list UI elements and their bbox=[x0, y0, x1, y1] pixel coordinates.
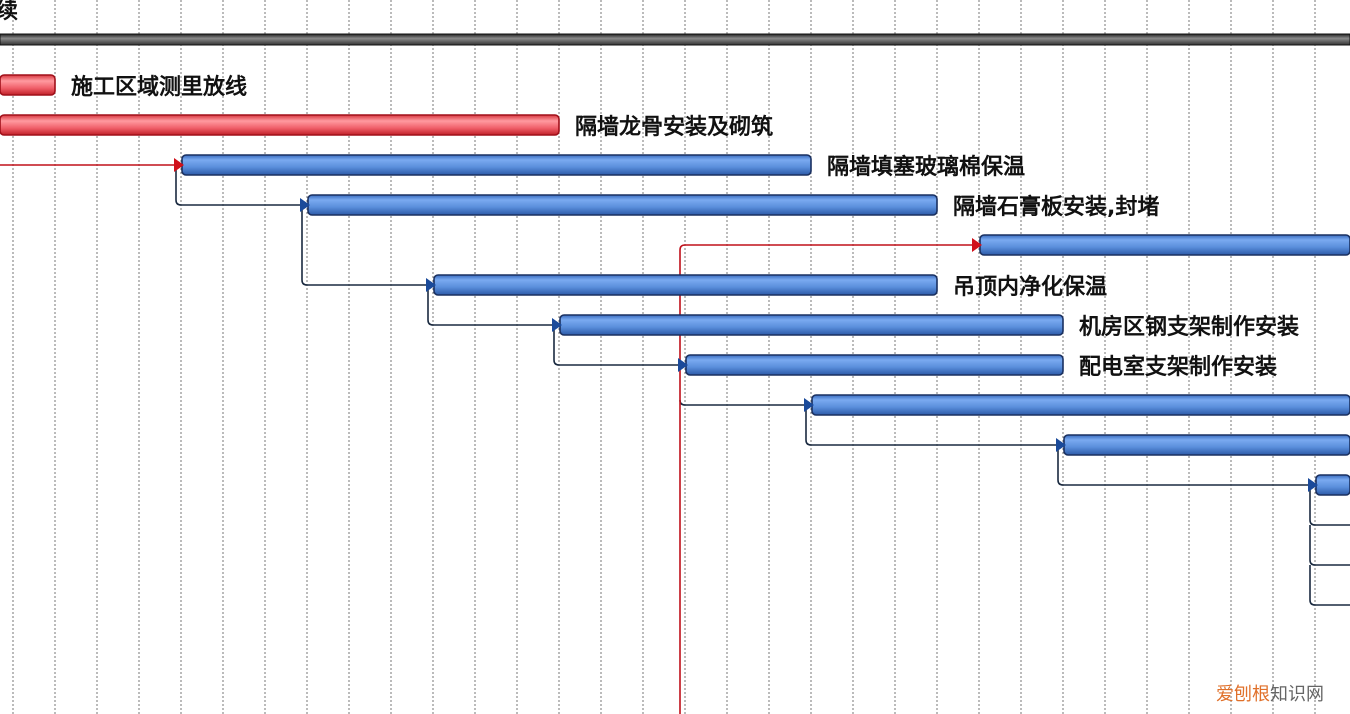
link-line bbox=[1309, 525, 1350, 566]
watermark-part1: 爱刨根 bbox=[1216, 684, 1270, 705]
link-line bbox=[301, 210, 428, 286]
dependency-links bbox=[175, 170, 1350, 606]
task-bar[interactable] bbox=[1308, 474, 1350, 496]
watermark: 爱刨根 知识网 bbox=[1216, 684, 1324, 705]
critical-links bbox=[0, 164, 974, 714]
link-line bbox=[679, 399, 806, 406]
task-bar[interactable] bbox=[804, 394, 1350, 416]
task-label: 隔墙石膏板安装,封堵 bbox=[953, 194, 1159, 220]
task-bar[interactable] bbox=[174, 154, 812, 176]
task-label: 隔墙填塞玻璃棉保温 bbox=[827, 154, 1025, 180]
task-bar[interactable] bbox=[678, 354, 1064, 376]
link-line bbox=[1309, 565, 1350, 606]
link-line bbox=[1057, 450, 1310, 486]
arrow-head-icon bbox=[678, 358, 688, 372]
arrow-head-icon bbox=[426, 278, 436, 292]
arrow-head-icon bbox=[552, 318, 562, 332]
task-bar[interactable] bbox=[0, 114, 560, 136]
summary-bar[interactable] bbox=[0, 33, 1350, 46]
watermark-part2: 知识网 bbox=[1270, 684, 1324, 705]
link-line bbox=[553, 330, 680, 366]
task-bar[interactable] bbox=[552, 314, 1064, 336]
task-label: 机房区钢支架制作安装 bbox=[1079, 314, 1299, 340]
link-line bbox=[1309, 490, 1350, 526]
arrow-head-icon bbox=[300, 198, 310, 212]
arrow-head-icon bbox=[972, 238, 982, 252]
link-line bbox=[175, 170, 302, 206]
arrow-head-icon bbox=[1056, 438, 1066, 452]
task-bar[interactable] bbox=[0, 74, 56, 96]
task-bar[interactable] bbox=[300, 194, 938, 216]
link-line bbox=[805, 410, 1058, 446]
arrow-head-icon bbox=[804, 398, 814, 412]
task-label: 配电室支架制作安装 bbox=[1079, 354, 1277, 380]
arrow-head-icon bbox=[174, 158, 184, 172]
task-bar[interactable] bbox=[426, 274, 938, 296]
task-bars bbox=[0, 74, 1350, 496]
task-label: 吊顶内净化保温 bbox=[953, 274, 1107, 300]
link-line bbox=[427, 290, 554, 326]
task-label: 隔墙龙骨安装及砌筑 bbox=[575, 114, 773, 140]
task-bar[interactable] bbox=[972, 234, 1350, 256]
title-fragment: 续 bbox=[0, 0, 18, 24]
task-labels: 施工区域测里放线 隔墙龙骨安装及砌筑 隔墙填塞玻璃棉保温 隔墙石膏板安装,封堵 … bbox=[71, 74, 1299, 380]
task-label: 施工区域测里放线 bbox=[71, 74, 247, 100]
task-bar[interactable] bbox=[1056, 434, 1350, 456]
arrow-head-icon bbox=[1308, 478, 1318, 492]
critical-link-line bbox=[679, 244, 974, 714]
